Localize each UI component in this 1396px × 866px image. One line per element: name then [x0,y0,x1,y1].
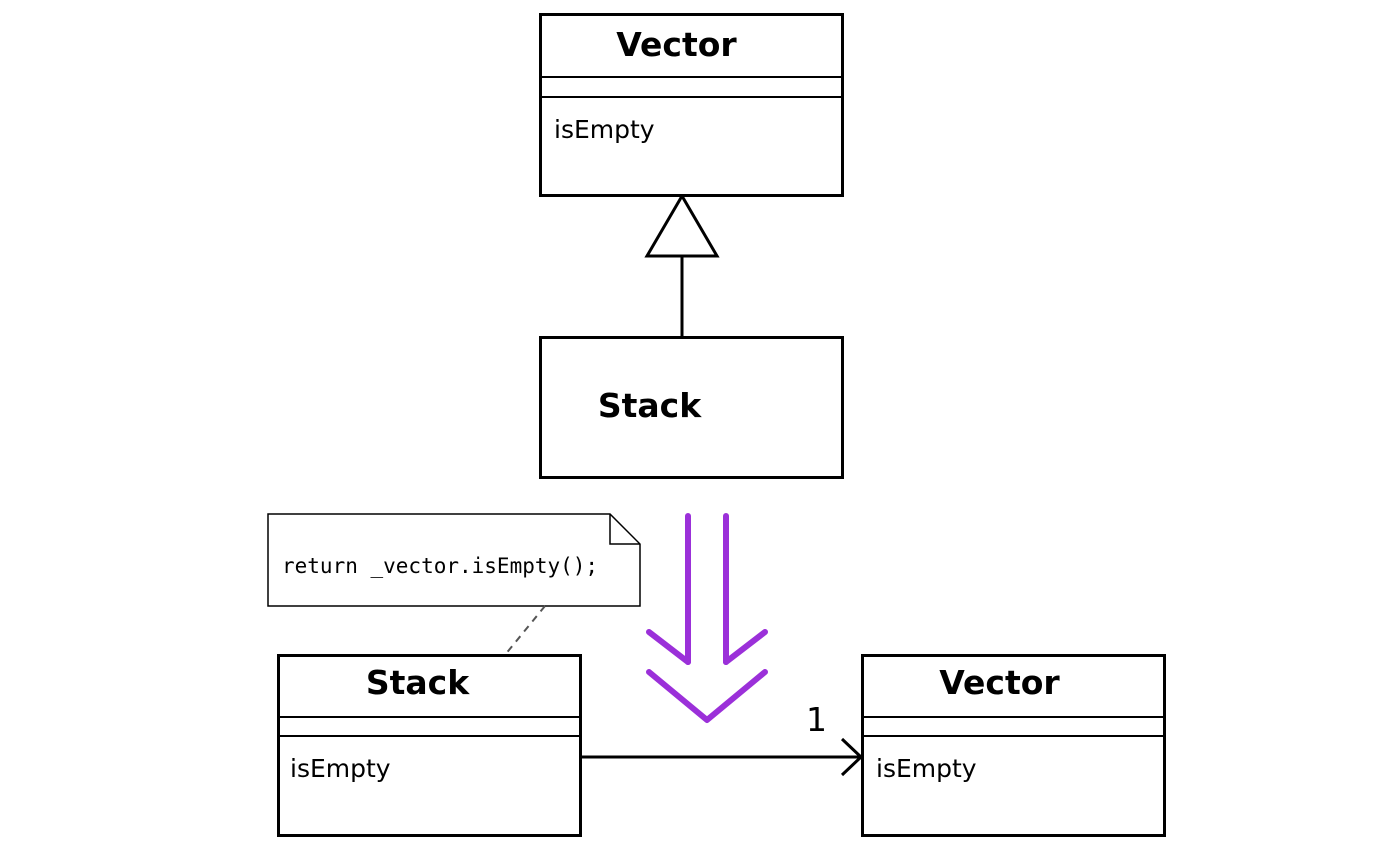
stack-class-top-name: Stack [597,386,702,425]
class-separator [864,716,1163,718]
vector-class-bottom-method: isEmpty [876,754,977,783]
class-separator [280,735,579,737]
vector-class-bottom-name: Vector [939,663,1060,702]
vector-class-top-name: Vector [616,25,737,64]
class-separator [542,96,841,98]
refactor-arrow-icon [646,513,768,723]
vector-class-top-method: isEmpty [554,115,655,144]
note-fold [609,514,640,545]
note-shape [267,513,641,607]
class-separator [280,716,579,718]
class-separator [864,735,1163,737]
association-multiplicity: 1 [806,700,827,739]
stack-class-bottom: Stack isEmpty [277,654,582,837]
stack-class-top: Stack [539,336,844,479]
class-separator [542,76,841,78]
note-code: return _vector.isEmpty(); [282,554,599,578]
stack-class-bottom-name: Stack [365,663,470,702]
inheritance-triangle-icon [644,193,720,258]
vector-class-top: Vector isEmpty [539,13,844,197]
stack-class-bottom-method: isEmpty [290,754,391,783]
vector-class-bottom: Vector isEmpty [861,654,1166,837]
